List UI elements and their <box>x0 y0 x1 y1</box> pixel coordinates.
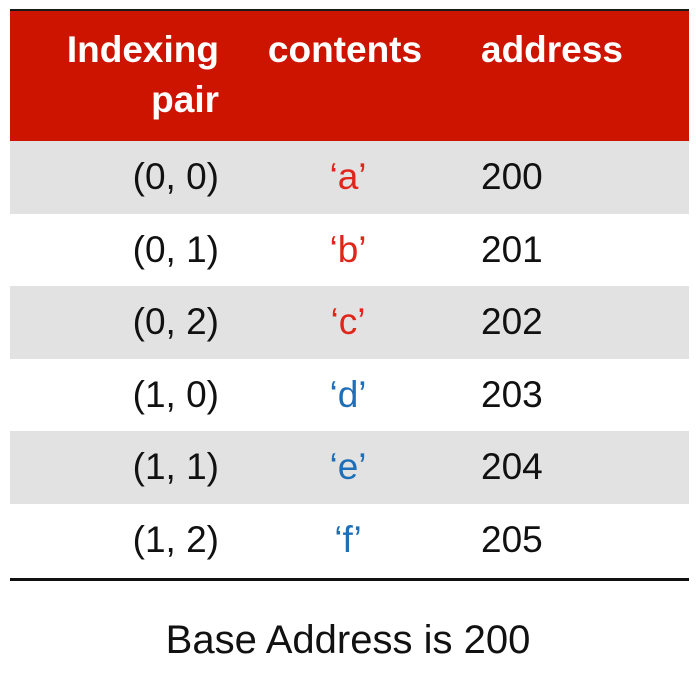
row-address: 201 <box>481 228 543 270</box>
header-contents: contents <box>267 29 423 70</box>
header-indexing-pair-line2: pair <box>151 79 219 120</box>
row-contents: ‘f’ <box>334 518 362 560</box>
base-address-caption: Base Address is 200 <box>165 618 531 662</box>
table-row: (1, 0) ‘d’ 203 <box>10 358 689 431</box>
row-pair: (0, 2) <box>132 301 219 342</box>
header-indexing-pair-line1: Indexing <box>66 29 219 70</box>
row-pair: (0, 1) <box>132 228 219 270</box>
table-row: (1, 2) ‘f’ 205 <box>10 503 689 576</box>
row-address: 203 <box>481 373 543 415</box>
table-row: (0, 0) ‘a’ 200 <box>10 141 689 214</box>
row-contents: ‘b’ <box>329 228 367 270</box>
row-address: 205 <box>481 518 543 560</box>
table-bottom-rule <box>10 578 689 581</box>
row-pair: (1, 1) <box>132 446 219 487</box>
row-pair: (1, 0) <box>132 373 219 415</box>
table-row: (1, 1) ‘e’ 204 <box>10 431 689 504</box>
row-address: 200 <box>481 156 543 197</box>
header-indexing-pair: Indexing pair <box>67 25 219 125</box>
row-contents: ‘e’ <box>329 446 367 487</box>
table-row: (0, 1) ‘b’ 201 <box>10 213 689 286</box>
row-contents: ‘d’ <box>329 373 367 415</box>
row-address: 204 <box>481 446 543 487</box>
table-header: Indexing pair contents address <box>10 9 689 141</box>
table-row: (0, 2) ‘c’ 202 <box>10 286 689 359</box>
header-address: address <box>481 29 623 70</box>
row-pair: (1, 2) <box>132 518 219 560</box>
row-pair: (0, 0) <box>132 156 219 197</box>
address-table: Indexing pair contents address (0, 0) ‘a… <box>10 9 689 581</box>
row-address: 202 <box>481 301 543 342</box>
row-contents: ‘c’ <box>330 301 366 342</box>
row-contents: ‘a’ <box>329 156 367 197</box>
